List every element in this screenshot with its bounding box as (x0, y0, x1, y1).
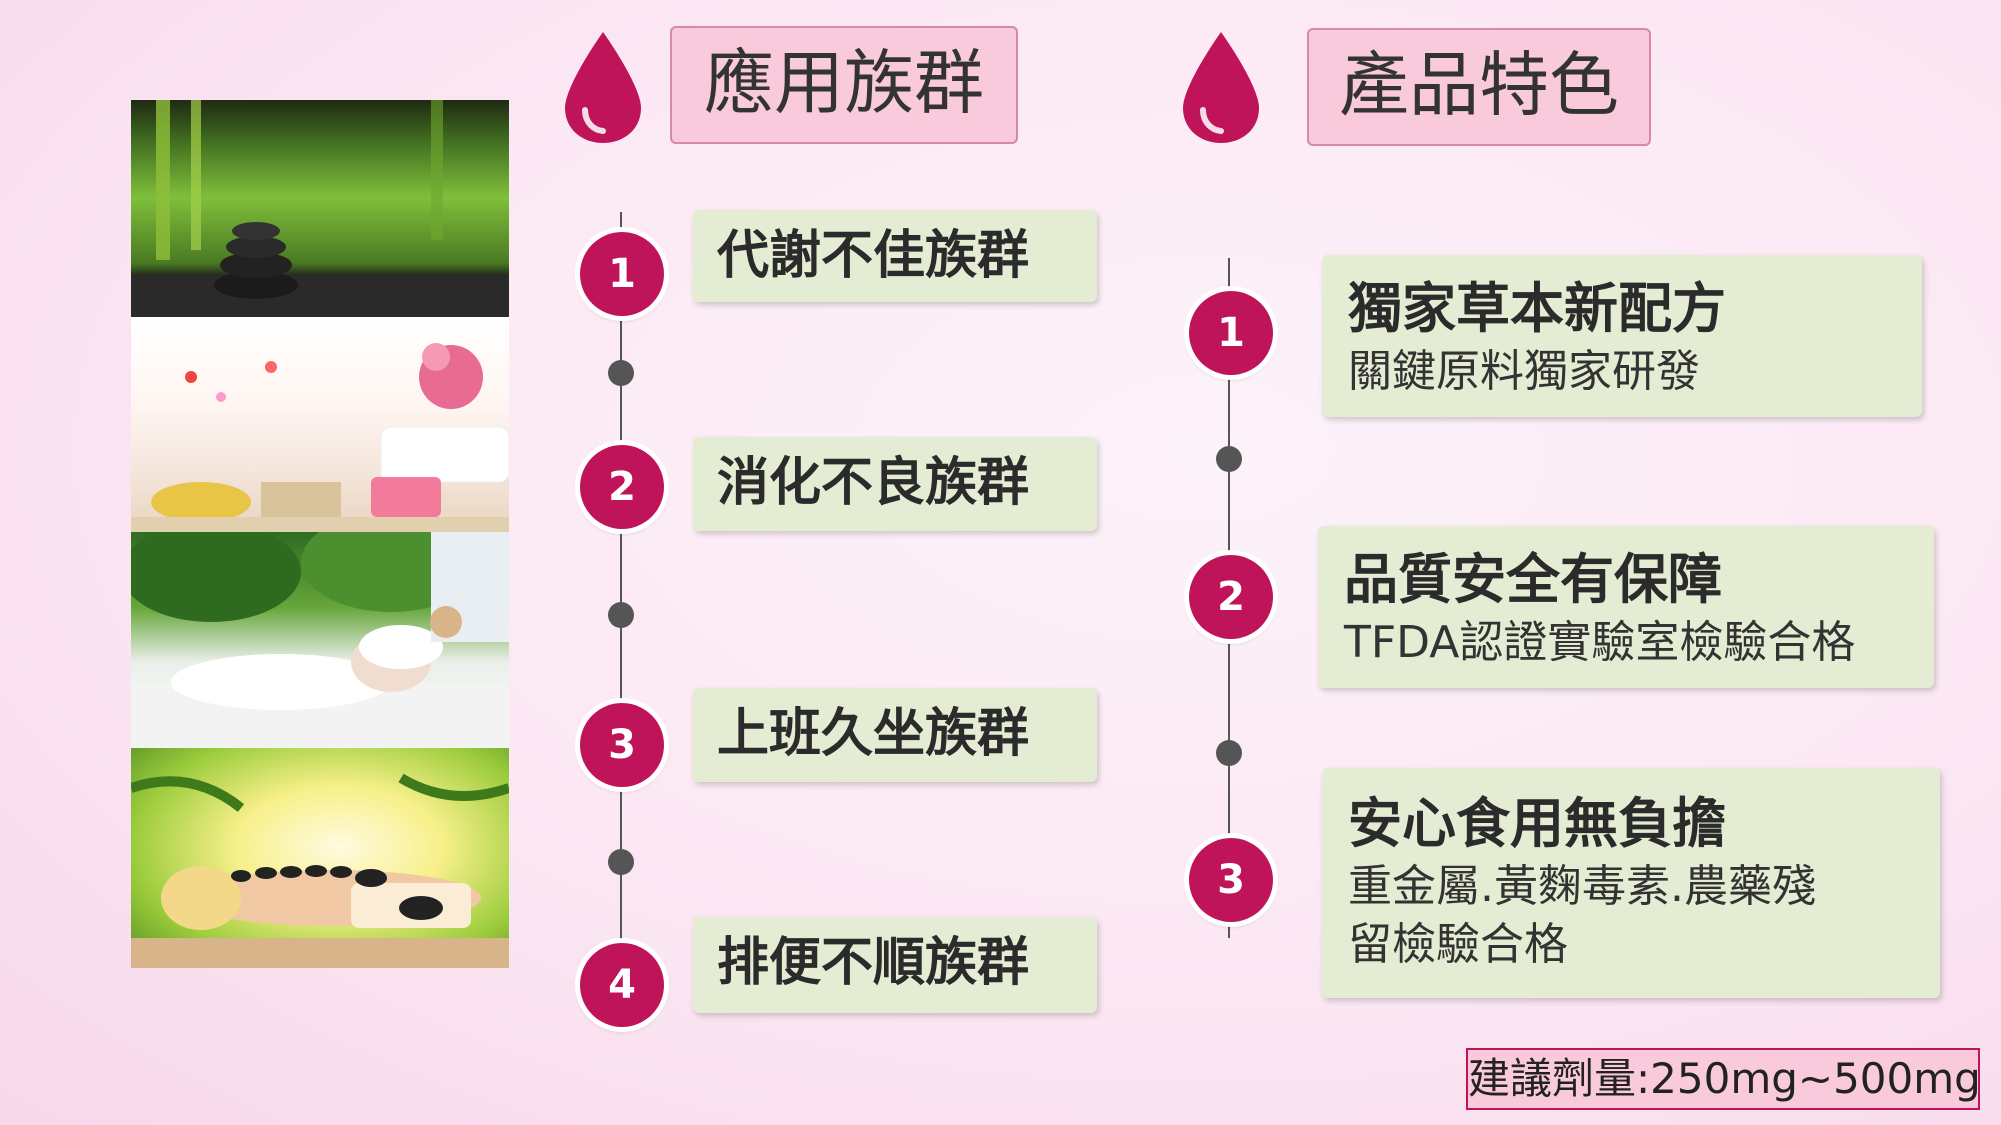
spa-flowers-illustration (131, 343, 509, 532)
drop-icon (1183, 32, 1259, 143)
step-number-badge: 3 (580, 703, 664, 787)
timeline-dot (1216, 740, 1242, 766)
step-number-badge: 2 (1189, 555, 1273, 639)
feature-subtitle: TFDA認證實驗室檢驗合格 (1344, 617, 1856, 668)
group-item-metabolism: 代謝不佳族群 (693, 210, 1097, 302)
feature-title: 獨家草本新配方 (1348, 277, 1726, 340)
timeline-dot (1216, 446, 1242, 472)
timeline-dot (608, 849, 634, 875)
timeline-dot (608, 602, 634, 628)
timeline-dot (608, 360, 634, 386)
step-number-badge: 1 (580, 232, 664, 316)
step-number-badge: 2 (580, 445, 664, 529)
group-item-bowel: 排便不順族群 (693, 917, 1097, 1013)
group-item-sedentary: 上班久坐族群 (693, 688, 1097, 782)
facial-treatment-illustration (131, 532, 509, 748)
feature-subtitle: 關鍵原料獨家研發 (1348, 346, 1700, 397)
step-number-badge: 4 (580, 943, 664, 1027)
group-item-digestion: 消化不良族群 (693, 437, 1097, 531)
hot-stone-massage-photo (131, 748, 509, 968)
step-number-badge: 3 (1189, 838, 1273, 922)
feature-item-quality: 品質安全有保障 TFDA認證實驗室檢驗合格 (1318, 526, 1934, 688)
application-groups-title: 應用族群 (670, 26, 1018, 144)
spa-flowers-photo (131, 317, 509, 532)
product-features-title: 產品特色 (1307, 28, 1651, 146)
drop-icon (565, 32, 641, 143)
feature-title: 安心食用無負擔 (1348, 792, 1726, 855)
facial-treatment-photo (131, 532, 509, 748)
feature-subtitle-line1: 重金屬.黃麴毒素.農藥殘 (1348, 861, 1816, 912)
feature-title: 品質安全有保障 (1344, 548, 1722, 611)
spa-stones-photo (131, 100, 509, 317)
spa-stones-illustration (131, 100, 509, 317)
feature-item-safety: 安心食用無負擔 重金屬.黃麴毒素.農藥殘 留檢驗合格 (1322, 768, 1940, 998)
dosage-label: 建議劑量:250mg~500mg (1466, 1048, 1981, 1110)
feature-item-formula: 獨家草本新配方 關鍵原料獨家研發 (1322, 255, 1922, 417)
hot-stone-illustration (131, 773, 509, 968)
feature-subtitle-line2: 留檢驗合格 (1348, 919, 1568, 970)
step-number-badge: 1 (1189, 291, 1273, 375)
